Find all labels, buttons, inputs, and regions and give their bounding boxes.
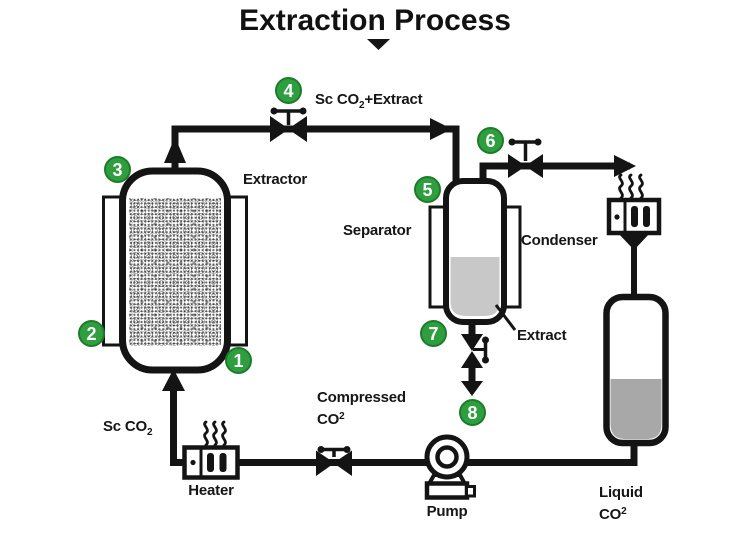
label-compressed-co2: Compressed CO2 <box>317 389 406 428</box>
valve-icon-extract <box>461 334 489 368</box>
marker-4: 4 <box>275 77 302 104</box>
label-heater: Heater <box>188 482 234 499</box>
heater-dot <box>190 459 196 466</box>
pump-impeller <box>435 445 459 469</box>
label-sc-co2-extract: Sc CO2+Extract <box>315 91 423 111</box>
condenser-dot <box>614 214 620 220</box>
label-pump: Pump <box>426 503 468 520</box>
label-liquid-co2: Liquid CO2 <box>599 484 643 523</box>
title-pointer-triangle-icon <box>367 39 390 50</box>
marker-6: 6 <box>477 127 504 154</box>
marker-7: 7 <box>420 320 447 347</box>
flow-arrow-to-condenser-icon <box>614 155 636 177</box>
pipe-tank-to-extractor-loop <box>170 388 638 466</box>
condenser-unit-icon <box>606 173 662 250</box>
pipe-separator-to-condenser <box>479 162 630 188</box>
marker-3: 3 <box>104 156 131 183</box>
label-condenser: Condenser <box>521 232 598 249</box>
heating-element-icon <box>182 420 240 480</box>
separator-liquid <box>450 257 500 316</box>
marker-8: 8 <box>459 399 486 426</box>
label-sc-co2: Sc CO2 <box>103 418 153 438</box>
heater-bar-1 <box>207 453 214 472</box>
label-extract: Extract <box>517 327 567 344</box>
marker-2: 2 <box>78 320 105 347</box>
condenser-bar-1 <box>631 206 638 227</box>
flow-arrow-into-extractor-icon <box>162 369 185 391</box>
flow-arrow-extractor-outlet-icon <box>164 137 186 163</box>
label-separator: Separator <box>343 222 412 239</box>
pump-base-tab <box>465 485 476 498</box>
condenser-bar-2 <box>643 206 650 227</box>
steam-waves-icon <box>203 420 227 447</box>
valve-icon-4 <box>270 107 307 142</box>
condenser-funnel <box>618 233 650 250</box>
marker-1: 1 <box>225 347 252 374</box>
marker-5: 5 <box>414 176 441 203</box>
extractor-packing-texture <box>129 198 221 346</box>
valve-icon-compressed-co2 <box>316 446 352 476</box>
page-title: Extraction Process <box>239 4 511 37</box>
valve-icon-6 <box>508 138 543 178</box>
heater-bar-2 <box>219 453 227 472</box>
extract-pointer-line <box>494 304 517 331</box>
centrifugal-pump-icon <box>424 434 476 500</box>
label-extractor: Extractor <box>243 171 308 188</box>
co2-tank-liquid <box>610 379 662 439</box>
flow-arrow-extract-out-icon <box>461 381 483 396</box>
steam-waves-icon <box>618 173 644 200</box>
pump-base <box>424 481 470 500</box>
flow-arrow-into-separator-icon <box>430 118 452 140</box>
